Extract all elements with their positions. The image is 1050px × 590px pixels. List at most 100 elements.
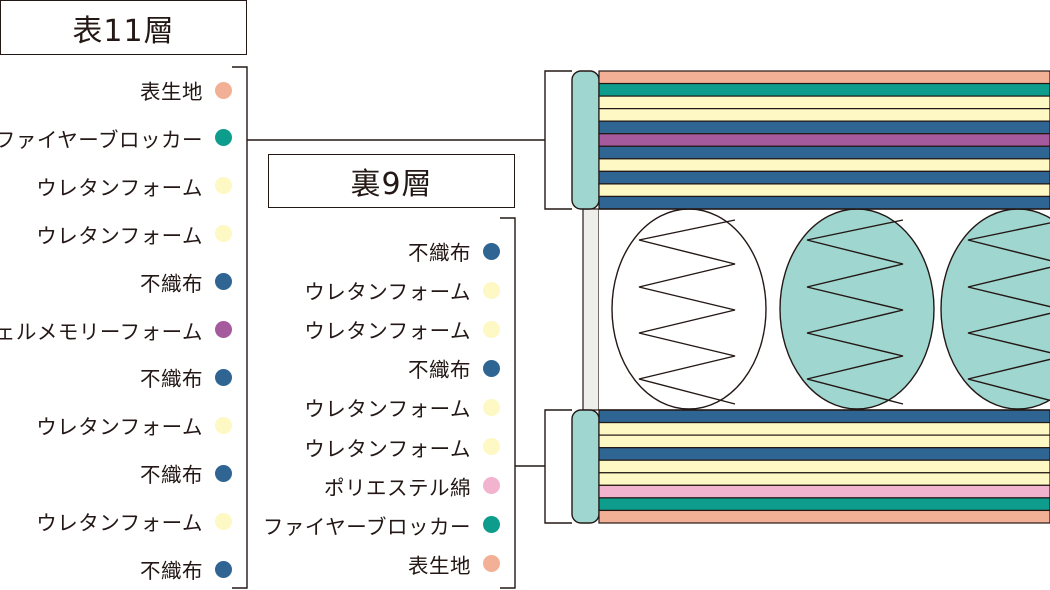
- bottom-layer-label: ポリエステル綿: [324, 475, 471, 500]
- bottom-layer-item: 不織布: [408, 353, 500, 383]
- top-layer-label: ウレタンフォーム: [36, 223, 203, 248]
- bottom-layer-color-dot: [483, 477, 500, 495]
- top-layer-item: 不織布: [140, 458, 232, 488]
- bottom-layer-color-dot: [483, 438, 500, 455]
- top-layers-title-text: 表11層: [72, 13, 175, 49]
- bottom-layer-color-dot: [483, 242, 500, 260]
- top-layers-title: 表11層: [0, 0, 247, 55]
- bottom-layer-color-dot: [483, 359, 500, 377]
- bottom-side-panel: [571, 409, 600, 524]
- top-layer-band: [598, 82, 1050, 97]
- top-layer-label: ウレタンフォーム: [36, 175, 203, 200]
- top-layer-color-dot: [215, 81, 232, 99]
- bottom-layer-item: 表生地: [408, 549, 500, 579]
- side-frame: [582, 208, 600, 411]
- top-layer-band: [598, 158, 1050, 172]
- bottom-legend-bracket: [500, 217, 516, 589]
- top-layer-item: ウレタンフォーム: [36, 410, 232, 440]
- bottom-layer-item: ウレタンフォーム: [304, 275, 500, 305]
- top-layer-band: [598, 120, 1050, 135]
- top-section-bracket: [544, 70, 572, 210]
- top-layer-item: 表生地: [140, 75, 232, 105]
- bottom-layer-color-dot: [483, 516, 500, 534]
- coil-spring: [967, 222, 1050, 402]
- bottom-layer-label: ウレタンフォーム: [304, 436, 471, 461]
- top-layer-item: ウレタンフォーム: [36, 171, 232, 201]
- top-layer-band: [598, 108, 1050, 122]
- top-layer-label: 不織布: [140, 271, 203, 296]
- top-layer-label: 表生地: [140, 80, 203, 104]
- bottom-layer-band: [598, 447, 1050, 461]
- bottom-layer-band: [598, 434, 1050, 449]
- top-layers-legend: 表生地ファイヤーブロッカーウレタンフォームウレタンフォーム不織布ジェルメモリーフ…: [0, 0, 232, 590]
- top-layer-band: [598, 195, 1050, 210]
- bottom-layer-band: [598, 421, 1050, 436]
- bottom-layer-label: ファイヤーブロッカー: [262, 514, 471, 539]
- top-layer-color-dot: [215, 560, 232, 578]
- top-layer-item: ジェルメモリーフォーム: [0, 315, 232, 345]
- bottom-layer-item: 不織布: [408, 236, 500, 266]
- top-layer-band: [598, 95, 1050, 110]
- top-layer-color-dot: [215, 464, 232, 482]
- bottom-layer-item: ポリエステル綿: [324, 471, 500, 501]
- top-layer-label: ジェルメモリーフォーム: [0, 319, 203, 344]
- bottom-layer-item: ウレタンフォーム: [304, 314, 500, 344]
- top-layer-band: [598, 183, 1050, 198]
- coil-pocket: [611, 208, 767, 410]
- top-layer-color-dot: [215, 177, 232, 195]
- top-layer-label: ウレタンフォーム: [36, 415, 203, 440]
- top-layer-band: [598, 70, 1050, 85]
- top-layer-color-dot: [215, 416, 232, 434]
- top-layer-item: 不織布: [140, 554, 232, 584]
- bottom-layer-label: 表生地: [408, 553, 471, 578]
- bottom-layer-color-dot: [483, 281, 500, 299]
- coil-spring: [638, 219, 736, 405]
- bottom-layer-label: ウレタンフォーム: [304, 319, 471, 344]
- bottom-layers-title-text: 裏9層: [350, 167, 433, 202]
- bottom-layer-band: [598, 509, 1050, 524]
- bottom-layer-band: [598, 484, 1050, 499]
- top-layer-label: 不織布: [140, 559, 203, 583]
- top-layer-color-dot: [215, 368, 232, 386]
- top-layer-item: ファイヤーブロッカー: [0, 123, 232, 153]
- top-layer-item: 不織布: [140, 267, 232, 297]
- top-layer-item: 不織布: [140, 362, 232, 392]
- bottom-layer-label: ウレタンフォーム: [304, 280, 471, 305]
- top-side-panel: [571, 70, 600, 210]
- top-layer-color-dot: [215, 225, 232, 243]
- bottom-section-bracket: [544, 409, 572, 524]
- top-layer-color-dot: [215, 273, 232, 291]
- coil-chamber-edge: [1046, 209, 1050, 410]
- top-layer-band: [598, 170, 1050, 185]
- top-legend-bracket: [232, 66, 248, 589]
- top-layer-label: 不織布: [140, 463, 203, 488]
- top-layer-band: [598, 145, 1050, 160]
- bottom-layer-band: [598, 497, 1050, 512]
- top-layer-item: ウレタンフォーム: [36, 219, 232, 249]
- coil-spring: [806, 219, 904, 405]
- top-layer-band: [598, 133, 1050, 147]
- top-layer-color-dot: [215, 129, 232, 147]
- bottom-layer-color-dot: [483, 398, 500, 416]
- bottom-layer-item: ウレタンフォーム: [304, 432, 500, 462]
- top-layer-label: ファイヤーブロッカー: [0, 127, 203, 152]
- coil-pocket: [779, 208, 935, 410]
- top-layer-color-dot: [215, 321, 232, 338]
- bottom-layer-item: ウレタンフォーム: [304, 392, 500, 422]
- bottom-layer-label: 不織布: [408, 241, 471, 265]
- bottom-layer-band: [598, 472, 1050, 486]
- bottom-layers-title: 裏9層: [268, 154, 515, 208]
- bottom-layer-color-dot: [483, 320, 500, 338]
- bottom-layer-label: ウレタンフォーム: [304, 397, 471, 422]
- bottom-layer-item: ファイヤーブロッカー: [263, 510, 500, 540]
- bottom-layer-color-dot: [483, 555, 500, 573]
- top-layer-label: 不織布: [140, 367, 203, 392]
- bottom-layer-band: [598, 459, 1050, 474]
- top-layer-color-dot: [215, 512, 232, 530]
- top-layer-item: ウレタンフォーム: [36, 506, 232, 536]
- bottom-layer-label: 不織布: [408, 358, 471, 383]
- bottom-layers-legend: 不織布ウレタンフォームウレタンフォーム不織布ウレタンフォームウレタンフォームポリ…: [263, 0, 500, 590]
- top-layer-label: ウレタンフォーム: [36, 511, 203, 536]
- bottom-layer-band: [598, 409, 1050, 424]
